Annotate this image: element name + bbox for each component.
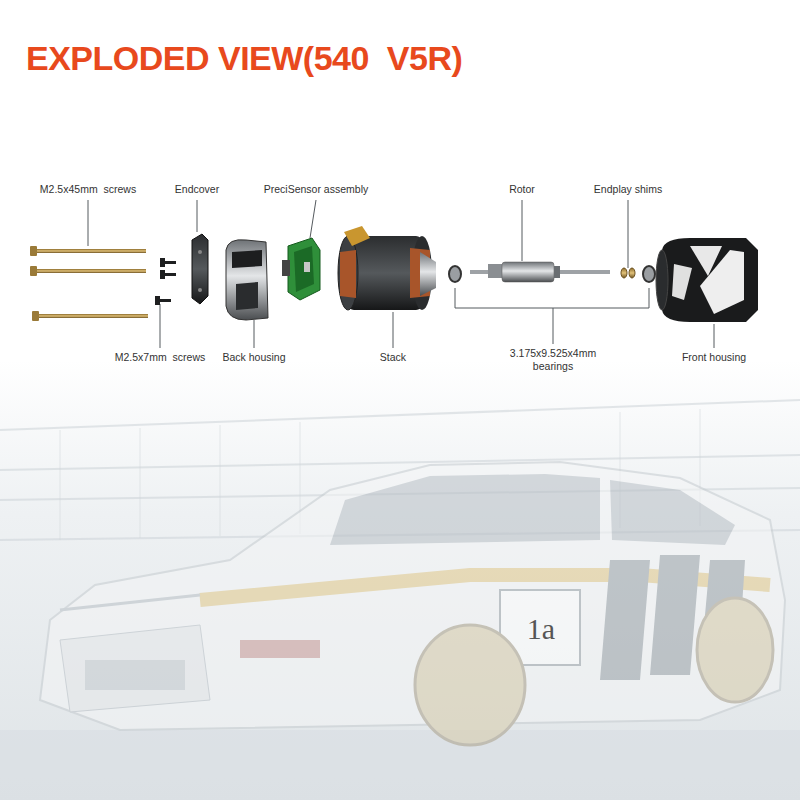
part-label: Endcover xyxy=(175,183,219,196)
part-label: Endplay shims xyxy=(594,183,662,196)
part-label: Stack xyxy=(380,351,406,364)
car-decal-text: 1a xyxy=(527,612,555,646)
part-label: M2.5x7mm screws xyxy=(115,351,205,364)
part-label: PreciSensor assembly xyxy=(264,183,368,196)
part-label: Back housing xyxy=(222,351,285,364)
page-title: EXPLODED VIEW(540 V5R) xyxy=(26,38,462,78)
part-label: Front housing xyxy=(682,351,746,364)
part-label: Rotor xyxy=(509,183,535,196)
part-label: M2.5x45mm screws xyxy=(40,183,136,196)
part-label: 3.175x9.525x4mm bearings xyxy=(501,347,605,373)
